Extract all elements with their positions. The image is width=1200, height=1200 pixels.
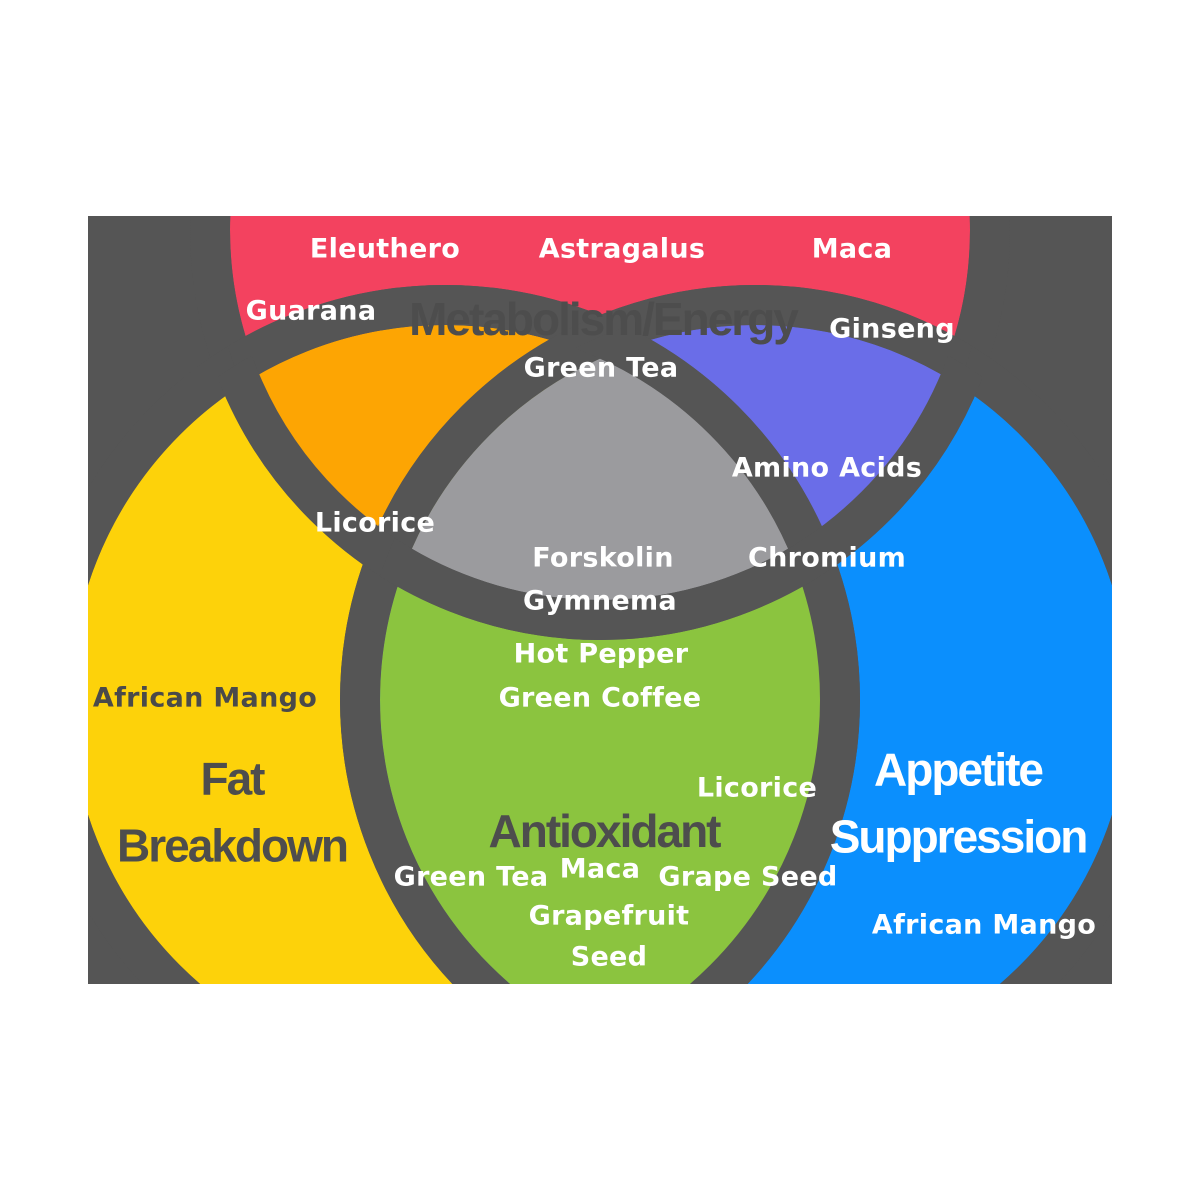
- metabolism-energy-heading: Metabolism/Energy: [409, 293, 799, 345]
- antioxidant-heading: Antioxidant: [488, 805, 722, 857]
- appetite-heading-line2: Suppression: [829, 810, 1089, 862]
- antioxidant-item-maca: Maca: [559, 853, 641, 885]
- metabolism-appetite-item-chromium: Chromium: [747, 542, 907, 574]
- metabolism-appetite-item-amino-acids: Amino Acids: [731, 452, 923, 484]
- center-item-forskolin: Forskolin: [532, 542, 674, 574]
- metabolism-item-green-tea: Green Tea: [523, 352, 679, 384]
- metabolism-item-astragalus: Astragalus: [538, 233, 706, 265]
- antioxidant-item-grapefruit: Grapefruit: [528, 900, 690, 932]
- antioxidant-item-seed: Seed: [570, 941, 648, 973]
- center-item-hot-pepper: Hot Pepper: [513, 638, 689, 670]
- metabolism-item-maca: Maca: [811, 233, 893, 265]
- metabolism-fat-item-licorice: Licorice: [314, 507, 436, 539]
- appetite-suppression-heading: Appetite Suppression: [758, 736, 1158, 869]
- antioxidant-item-licorice: Licorice: [696, 772, 818, 804]
- center-item-gymnema: Gymnema: [523, 585, 677, 617]
- metabolism-item-eleuthero: Eleuthero: [309, 233, 461, 265]
- fat-breakdown-heading: Fat Breakdown: [32, 745, 432, 878]
- center-overlap: [380, 325, 840, 620]
- appetite-heading-line1: Appetite: [874, 743, 1044, 796]
- fat-item-african-mango: African Mango: [92, 682, 318, 714]
- metabolism-item-guarana: Guarana: [245, 295, 377, 327]
- fat-breakdown-heading-line2: Breakdown: [117, 819, 349, 871]
- appetite-item-african-mango: African Mango: [871, 909, 1097, 941]
- antioxidant-item-grape-seed: Grape Seed: [658, 861, 838, 893]
- fat-breakdown-heading-line1: Fat: [200, 752, 266, 805]
- metabolism-item-ginseng: Ginseng: [829, 313, 955, 345]
- antioxidant-item-green-tea: Green Tea: [393, 861, 549, 893]
- center-item-green-coffee: Green Coffee: [498, 682, 702, 714]
